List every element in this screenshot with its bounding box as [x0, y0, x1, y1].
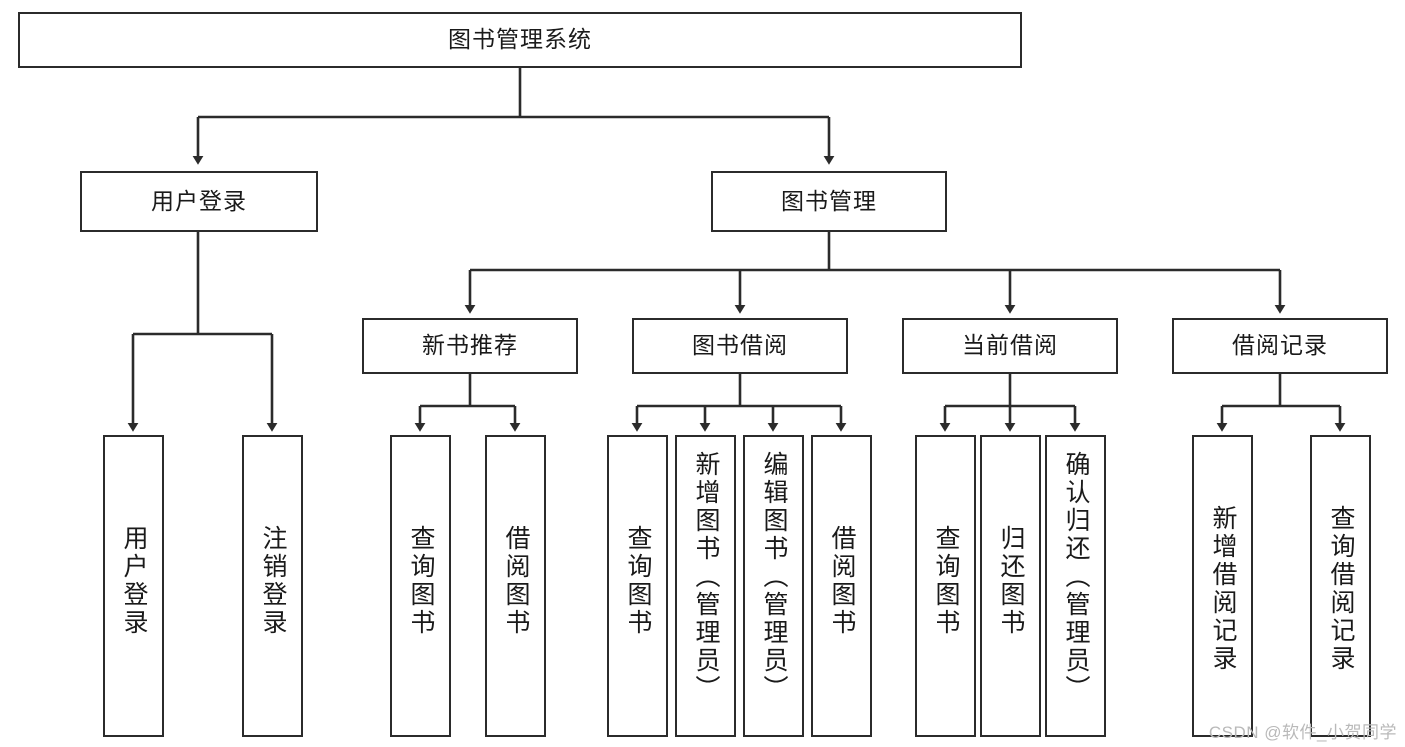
leaf-query-book-recommend[interactable]: 查询图书 — [390, 435, 451, 737]
node-borrow-record[interactable]: 借阅记录 — [1172, 318, 1388, 374]
node-label: 查询借阅记录 — [1327, 505, 1355, 673]
node-label: 当前借阅 — [962, 332, 1058, 359]
node-label: 确认归还（管理员） — [1062, 451, 1090, 703]
node-book-management[interactable]: 图书管理 — [711, 171, 947, 232]
node-label: 查询图书 — [624, 525, 652, 637]
node-label: 图书管理 — [781, 187, 877, 214]
node-label: 编辑图书（管理员） — [760, 451, 788, 703]
leaf-query-borrow-record[interactable]: 查询借阅记录 — [1310, 435, 1371, 737]
node-label: 用户登录 — [151, 187, 247, 214]
node-current-borrow[interactable]: 当前借阅 — [902, 318, 1118, 374]
leaf-add-borrow-record[interactable]: 新增借阅记录 — [1192, 435, 1253, 737]
leaf-user-login[interactable]: 用户登录 — [103, 435, 164, 737]
node-user-login[interactable]: 用户登录 — [80, 171, 318, 232]
csdn-watermark: CSDN @软件_小贺同学 — [1208, 723, 1397, 742]
node-label: 借阅记录 — [1232, 332, 1328, 359]
node-label: 新书推荐 — [422, 332, 518, 359]
node-label: 图书管理系统 — [448, 26, 592, 53]
leaf-add-book-admin[interactable]: 新增图书（管理员） — [675, 435, 736, 737]
leaf-logout-login[interactable]: 注销登录 — [242, 435, 303, 737]
node-label: 借阅图书 — [502, 525, 530, 637]
leaf-return-book[interactable]: 归还图书 — [980, 435, 1041, 737]
node-label: 新增借阅记录 — [1209, 505, 1237, 673]
node-label: 查询图书 — [932, 525, 960, 637]
node-label: 归还图书 — [997, 525, 1025, 637]
node-label: 注销登录 — [259, 525, 287, 637]
leaf-edit-book-admin[interactable]: 编辑图书（管理员） — [743, 435, 804, 737]
node-label: 用户登录 — [120, 525, 148, 637]
leaf-query-book-current[interactable]: 查询图书 — [915, 435, 976, 737]
leaf-query-book-borrow[interactable]: 查询图书 — [607, 435, 668, 737]
node-new-book-recommend[interactable]: 新书推荐 — [362, 318, 578, 374]
node-label: 新增图书（管理员） — [692, 451, 720, 703]
node-label: 借阅图书 — [828, 525, 856, 637]
node-book-borrow[interactable]: 图书借阅 — [632, 318, 848, 374]
leaf-borrow-book[interactable]: 借阅图书 — [811, 435, 872, 737]
leaf-borrow-book-recommend[interactable]: 借阅图书 — [485, 435, 546, 737]
node-label: 图书借阅 — [692, 332, 788, 359]
leaf-confirm-return-admin[interactable]: 确认归还（管理员） — [1045, 435, 1106, 737]
node-label: 查询图书 — [407, 525, 435, 637]
node-root-system[interactable]: 图书管理系统 — [18, 12, 1022, 68]
